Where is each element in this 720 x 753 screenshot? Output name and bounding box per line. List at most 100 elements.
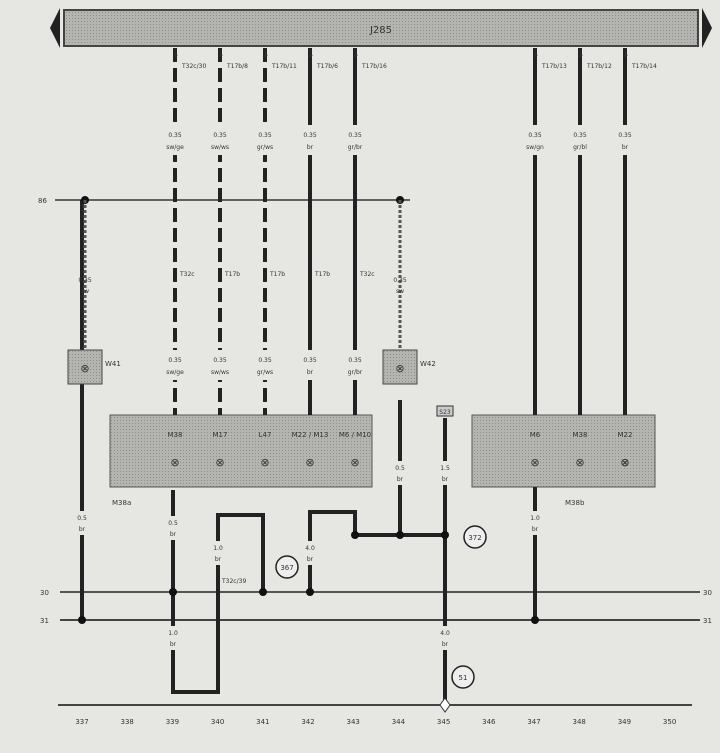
- wire-color: gr/bl: [573, 144, 587, 151]
- wire-color: br: [215, 556, 222, 563]
- wire-label-bg: [345, 125, 365, 155]
- wire-size: 0.35: [528, 132, 542, 139]
- wire-color: br: [442, 476, 449, 483]
- wire-size: 1.0: [168, 630, 178, 637]
- wire-color: gr/ws: [257, 144, 273, 151]
- junction-dot: [259, 588, 267, 596]
- column-number: 337: [75, 718, 88, 726]
- wire-label-bg: [525, 125, 545, 155]
- wire-label-bg: [301, 541, 319, 565]
- wire-color: sw: [81, 288, 89, 295]
- column-number: 338: [121, 718, 134, 726]
- wire-size: 0.5: [77, 515, 87, 522]
- wire-label-bg: [526, 511, 544, 535]
- junction-dot: [396, 531, 404, 539]
- connector-label: T17b/8: [226, 63, 248, 70]
- lamp-icon: ⊗: [395, 362, 404, 375]
- wire-size: 0.5: [168, 520, 178, 527]
- arrow-down-icon: ↓: [532, 50, 540, 60]
- wire-color: sw/ws: [211, 369, 229, 376]
- junction-dot: [531, 616, 539, 624]
- column-number: 347: [527, 718, 540, 726]
- wire-label-bg: [165, 350, 185, 380]
- wire-color: sw/ge: [166, 369, 184, 376]
- wire-size: 0.35: [303, 357, 317, 364]
- lamp-box: [382, 349, 418, 385]
- wire-label-bg: [210, 350, 230, 380]
- box-b-label: M38b: [565, 499, 585, 507]
- lamp-label: M22 / M13: [292, 431, 329, 439]
- wire-label-bg: [300, 125, 320, 155]
- lamp-icon: ⊗: [215, 456, 224, 469]
- wire-color: br: [79, 526, 86, 533]
- wire-size: 0.5: [395, 465, 405, 472]
- column-number: 342: [301, 718, 314, 726]
- connector-label: T32c: [359, 271, 375, 278]
- wire-color: sw: [396, 288, 404, 295]
- arrow-down-icon: ↓: [352, 50, 360, 60]
- wire-color: gr/br: [348, 369, 363, 376]
- wire-size: 0.35: [78, 277, 92, 284]
- wire-label-bg: [570, 125, 590, 155]
- lamp-icon: ⊗: [530, 456, 539, 469]
- lamp-icon: ⊗: [170, 456, 179, 469]
- wire-color: br: [622, 144, 629, 151]
- wire-color: sw/ge: [166, 144, 184, 151]
- wire-color: br: [170, 641, 177, 648]
- wire-label-bg: [436, 461, 454, 485]
- lamp-label: M6: [530, 431, 541, 439]
- wire-color: sw/ws: [211, 144, 229, 151]
- wire-color: sw/gn: [526, 144, 544, 151]
- wire-color: br: [442, 641, 449, 648]
- wire-size: 1.0: [213, 545, 223, 552]
- arrow-down-icon: ↓: [262, 50, 270, 60]
- connector-label: T17b: [224, 271, 240, 278]
- wire-color: gr/br: [348, 144, 363, 151]
- wire-color: br: [532, 526, 539, 533]
- ground-point-label: 372: [468, 534, 481, 542]
- arrow-down-icon: ↓: [577, 50, 585, 60]
- arrow-down-icon: ↓: [217, 50, 225, 60]
- wire-label-bg: [615, 125, 635, 155]
- wire-color: gr/ws: [257, 369, 273, 376]
- lamp-label: M22: [618, 431, 633, 439]
- connector-label: T17b/6: [316, 63, 338, 70]
- wire-size: 0.35: [258, 132, 272, 139]
- wire-size: 1.0: [530, 515, 540, 522]
- lamp-box: [67, 349, 103, 385]
- ground-connector-icon: [439, 697, 451, 713]
- control-unit-label: J285: [369, 25, 392, 36]
- fuse: [436, 405, 454, 417]
- connector-label: T32c: [179, 271, 195, 278]
- ground-point-label: 367: [280, 564, 293, 572]
- connector-label: T32c/39: [221, 578, 246, 585]
- wire-label-bg: [210, 125, 230, 155]
- lamp-icon: ⊗: [575, 456, 584, 469]
- junction-dot: [441, 531, 449, 539]
- connector-label: T17b: [314, 271, 330, 278]
- column-number: 346: [482, 718, 496, 726]
- lamp-label: W41: [105, 360, 121, 368]
- ground-point-marker: [451, 665, 475, 689]
- wire-size: 0.35: [213, 132, 227, 139]
- wire-label-bg: [209, 541, 227, 565]
- lamp-icon: ⊗: [350, 456, 359, 469]
- connector-label: T17b/14: [631, 63, 657, 70]
- control-unit-bar: [63, 9, 699, 47]
- wire-label-bg: [255, 350, 275, 380]
- connector-label: T17b/13: [541, 63, 567, 70]
- arrow-down-icon: ↓: [622, 50, 630, 60]
- wire-size: 0.35: [303, 132, 317, 139]
- wire-size: 0.35: [348, 357, 362, 364]
- wire-size: 0.35: [168, 132, 182, 139]
- wire-342-345: [308, 510, 445, 592]
- wire-size: 0.35: [618, 132, 632, 139]
- junction-dot: [351, 531, 359, 539]
- wire-size: 1.5: [440, 465, 450, 472]
- wire-size: 0.35: [393, 277, 407, 284]
- wire-color: br: [170, 531, 177, 538]
- column-number: 344: [392, 718, 406, 726]
- wire-label-bg: [391, 461, 409, 485]
